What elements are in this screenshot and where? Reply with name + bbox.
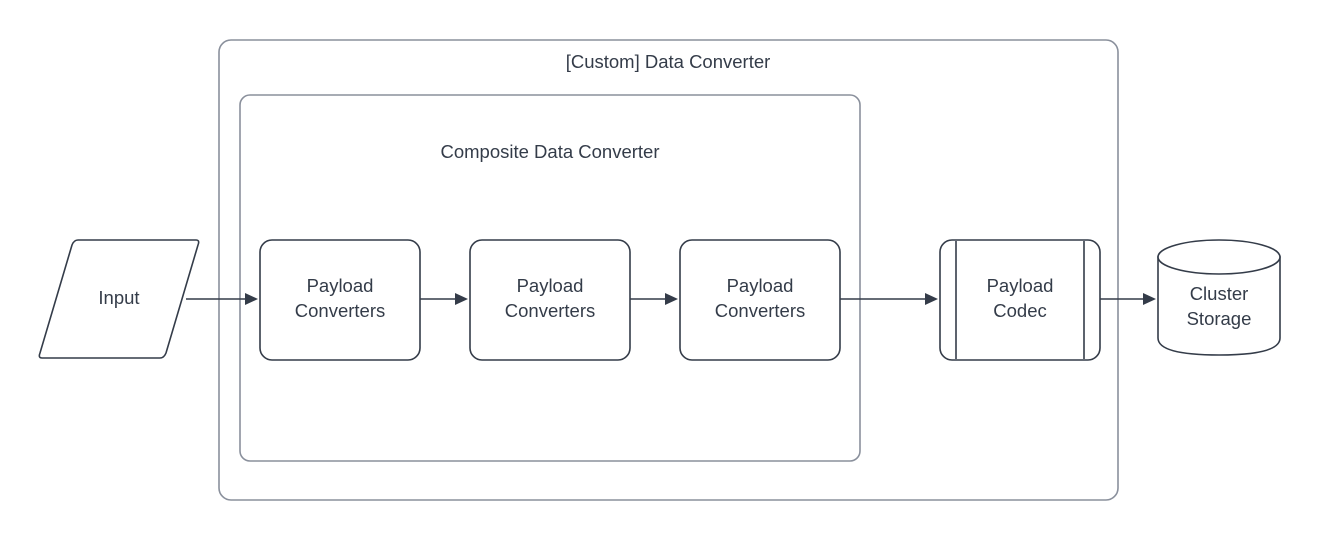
payload-converters-3-label-line2: Converters bbox=[715, 300, 805, 321]
container-custom-data-converter[interactable]: [Custom] Data Converter bbox=[218, 39, 1119, 501]
payload-converters-3-label-line1: Payload bbox=[727, 275, 794, 296]
payload-converters-2-label-line1: Payload bbox=[517, 275, 584, 296]
node-input[interactable]: Input bbox=[38, 239, 200, 359]
input-label: Input bbox=[98, 287, 139, 308]
input-shape bbox=[38, 239, 200, 359]
cluster-storage-body bbox=[1157, 256, 1281, 356]
cluster-storage-top bbox=[1157, 239, 1281, 275]
payload-converters-1-shape bbox=[259, 239, 421, 361]
node-payload-converters-3[interactable]: Payload Converters bbox=[679, 239, 841, 361]
cluster-storage-label-line2: Storage bbox=[1187, 308, 1252, 329]
payload-converters-1-label-line1: Payload bbox=[307, 275, 374, 296]
node-payload-converters-1[interactable]: Payload Converters bbox=[259, 239, 421, 361]
payload-codec-label-line2: Codec bbox=[993, 300, 1046, 321]
node-payload-converters-2[interactable]: Payload Converters bbox=[469, 239, 631, 361]
edge-input-to-payload-converters-1 bbox=[186, 293, 258, 305]
edge-payload-codec-to-cluster-storage bbox=[1100, 293, 1156, 305]
composite-data-converter-border bbox=[239, 94, 861, 462]
arrowhead-icon bbox=[665, 293, 678, 305]
node-cluster-storage[interactable]: Cluster Storage bbox=[1157, 239, 1281, 356]
arrowhead-icon bbox=[1143, 293, 1156, 305]
composite-data-converter-label: Composite Data Converter bbox=[440, 141, 659, 162]
container-composite-data-converter[interactable]: Composite Data Converter bbox=[239, 94, 861, 462]
node-payload-codec[interactable]: Payload Codec bbox=[939, 239, 1101, 361]
custom-data-converter-label: [Custom] Data Converter bbox=[566, 51, 771, 72]
arrowhead-icon bbox=[925, 293, 938, 305]
payload-codec-shape bbox=[939, 239, 1101, 361]
payload-converters-2-shape bbox=[469, 239, 631, 361]
payload-converters-3-shape bbox=[679, 239, 841, 361]
custom-data-converter-border bbox=[218, 39, 1119, 501]
arrowhead-icon bbox=[455, 293, 468, 305]
payload-converters-2-label-line2: Converters bbox=[505, 300, 595, 321]
edge-payload-converters-2-to-3 bbox=[630, 293, 678, 305]
edge-payload-converters-3-to-payload-codec bbox=[840, 293, 938, 305]
cluster-storage-label-line1: Cluster bbox=[1190, 283, 1249, 304]
payload-converters-1-label-line2: Converters bbox=[295, 300, 385, 321]
edge-payload-converters-1-to-2 bbox=[420, 293, 468, 305]
payload-codec-label-line1: Payload bbox=[987, 275, 1054, 296]
arrowhead-icon bbox=[245, 293, 258, 305]
